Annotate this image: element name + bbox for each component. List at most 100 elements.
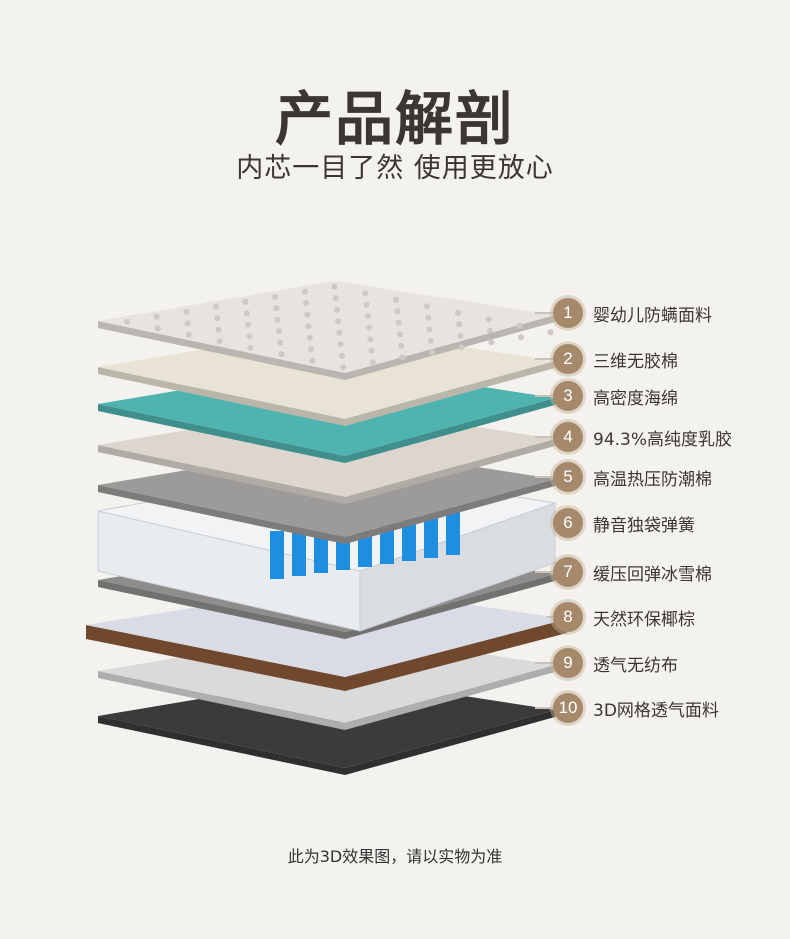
quilt-pattern-dot: [336, 329, 343, 336]
layer-name: 缓压回弹冰雪棉: [593, 564, 712, 585]
quilt-pattern-dot: [368, 347, 375, 354]
layer-number-badge: 10: [553, 693, 583, 723]
disclaimer-note: 此为3D效果图，请以实物为准: [287, 847, 503, 866]
quilt-pattern-dot: [275, 328, 282, 335]
blue-spring-pocket: [270, 531, 284, 579]
quilt-pattern-dot: [272, 293, 279, 300]
quilt-pattern-dot: [183, 308, 190, 315]
layer-name: 透气无纺布: [593, 655, 678, 676]
quilt-pattern-dot: [308, 346, 315, 353]
quilt-pattern-dot: [246, 333, 253, 340]
quilt-pattern-dot: [424, 303, 431, 310]
quilt-pattern-dot: [366, 324, 373, 331]
quilt-pattern-dot: [242, 298, 249, 305]
quilt-pattern-dot: [301, 288, 308, 295]
quilt-pattern-dot: [393, 296, 400, 303]
quilt-pattern-dot: [367, 336, 374, 343]
layer-8-edge: [86, 619, 567, 691]
quilt-pattern-dot: [547, 329, 554, 336]
quilt-pattern-dot: [184, 320, 191, 327]
quilt-pattern-dot: [362, 290, 369, 297]
quilt-pattern-dot: [517, 334, 524, 341]
quilt-pattern-dot: [396, 331, 403, 338]
layer-number-badge: 6: [553, 508, 583, 538]
layer-number-badge: 8: [553, 602, 583, 632]
quilt-pattern-dot: [154, 325, 161, 332]
quilt-pattern-dot: [124, 318, 131, 325]
quilt-pattern-dot: [215, 326, 222, 333]
quilt-pattern-dot: [273, 305, 280, 312]
quilt-pattern-dot: [216, 338, 223, 345]
layer-name: 婴幼儿防螨面料: [593, 305, 712, 326]
quilt-pattern-dot: [333, 306, 340, 313]
quilt-pattern-dot: [305, 323, 312, 330]
quilt-pattern-dot: [395, 319, 402, 326]
layer-name: 94.3%高纯度乳胶: [593, 429, 733, 450]
quilt-pattern-dot: [456, 321, 463, 328]
quilt-pattern-dot: [335, 318, 342, 325]
layer-number-badge: 5: [553, 462, 583, 492]
quilt-pattern-dot: [338, 352, 345, 359]
quilt-pattern-dot: [185, 331, 192, 338]
quilt-pattern-dot: [340, 364, 347, 371]
quilt-pattern-dot: [398, 342, 405, 349]
quilt-pattern-dot: [337, 341, 344, 348]
quilt-pattern-dot: [427, 337, 434, 344]
layer-name: 3D网格透气面料: [593, 700, 719, 721]
layer-number-badge: 2: [553, 344, 583, 374]
quilt-pattern-dot: [516, 322, 523, 329]
quilt-pattern-dot: [487, 327, 494, 334]
quilt-pattern-dot: [485, 316, 492, 323]
quilt-pattern-dot: [277, 339, 284, 346]
layer-number-badge: 1: [553, 298, 583, 328]
page-title: 产品解剖: [274, 85, 515, 153]
layer-label-4: 4 94.3%高纯度乳胶: [553, 421, 732, 453]
quilt-pattern-dot: [331, 283, 338, 290]
layer-label-1: 1 婴幼儿防螨面料: [553, 297, 712, 329]
layer-label-9: 9 透气无纺布: [553, 647, 678, 679]
layer-1-top: [98, 281, 555, 373]
quilt-pattern-dot: [364, 313, 371, 320]
quilt-pattern-dot: [363, 301, 370, 308]
quilt-pattern-dot: [153, 313, 160, 320]
quilt-pattern-dot: [457, 332, 464, 339]
layer-label-7: 7 缓压回弹冰雪棉: [553, 556, 712, 588]
blue-spring-pocket: [446, 507, 460, 555]
quilt-pattern-dot: [274, 316, 281, 323]
quilt-pattern-dot: [245, 321, 252, 328]
layer-name: 高密度海绵: [593, 388, 678, 409]
quilt-pattern-dot: [212, 303, 219, 310]
quilt-pattern-dot: [278, 351, 285, 358]
quilt-pattern-dot: [247, 344, 254, 351]
quilt-pattern-dot: [214, 315, 221, 322]
layer-label-2: 2 三维无胶棉: [553, 343, 678, 375]
blue-spring-pocket: [292, 528, 306, 576]
quilt-pattern-dot: [306, 334, 313, 341]
quilt-pattern-dot: [394, 308, 401, 315]
quilt-pattern-dot: [426, 326, 433, 333]
layer-label-10: 10 3D网格透气面料: [553, 692, 719, 724]
quilt-pattern-dot: [243, 310, 250, 317]
quilt-pattern-dot: [303, 300, 310, 307]
layer-label-6: 6 静音独袋弹簧: [553, 507, 695, 539]
quilt-pattern-dot: [454, 309, 461, 316]
quilt-pattern-dot: [488, 339, 495, 346]
layer-number-badge: 9: [553, 648, 583, 678]
layer-label-8: 8 天然环保椰棕: [553, 601, 695, 633]
layer-number-badge: 7: [553, 557, 583, 587]
layer-name: 三维无胶棉: [593, 351, 678, 372]
quilt-pattern-dot: [399, 354, 406, 361]
layer-name: 天然环保椰棕: [593, 609, 695, 630]
quilt-pattern-dot: [332, 295, 339, 302]
quilt-pattern-dot: [309, 357, 316, 364]
quilt-pattern-dot: [304, 311, 311, 318]
layer-label-5: 5 高温热压防潮棉: [553, 461, 712, 493]
quilt-pattern-dot: [425, 314, 432, 321]
layer-name: 高温热压防潮棉: [593, 469, 712, 490]
layer-name: 静音独袋弹簧: [593, 515, 695, 536]
quilt-pattern-dot: [369, 359, 376, 366]
quilt-pattern-dot: [458, 344, 465, 351]
layer-number-badge: 4: [553, 422, 583, 452]
